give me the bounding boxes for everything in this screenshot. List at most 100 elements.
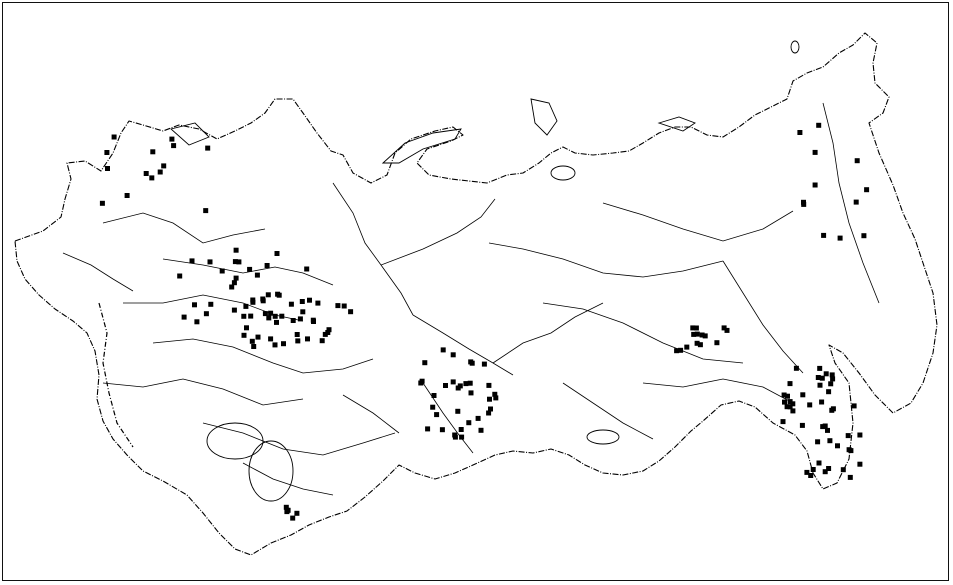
distribution-point-east-central: [721, 325, 727, 331]
distribution-point-northwest: [149, 175, 155, 181]
distribution-point-east-central: [694, 331, 700, 337]
distribution-point-west-central: [231, 280, 237, 286]
distribution-point-far-east-south: [845, 433, 851, 439]
distribution-point-central: [272, 342, 278, 348]
distribution-point-west-central: [208, 301, 214, 307]
distribution-point-far-east-south: [781, 392, 787, 398]
distribution-point-central: [251, 344, 257, 349]
distribution-point-siberia-central: [478, 427, 484, 433]
distribution-point-far-east-south: [817, 365, 823, 371]
island-north-2: [530, 98, 558, 136]
distribution-point-central: [299, 299, 305, 304]
lake-1: [206, 422, 264, 460]
distribution-point-far-east-south: [782, 399, 787, 405]
distribution-point-west-central: [236, 259, 242, 265]
island-north-3: [657, 116, 696, 132]
distribution-point-central: [268, 310, 274, 316]
distribution-point-northwest: [157, 169, 163, 175]
distribution-point-far-east-south: [793, 365, 799, 371]
distribution-point-west-central: [247, 266, 253, 272]
distribution-point-siberia-central: [463, 381, 469, 387]
distribution-point-west-central: [275, 291, 281, 297]
distribution-point-northwest: [205, 145, 211, 151]
distribution-point-east-central: [694, 340, 700, 346]
distribution-points: [99, 122, 870, 521]
distribution-point-central: [266, 315, 272, 321]
distribution-point-west-central: [192, 302, 197, 308]
distribution-point-far-east-south: [780, 419, 786, 425]
distribution-point-east-central: [697, 342, 703, 348]
distribution-point-siberia-central: [467, 380, 473, 386]
distribution-point-south: [283, 504, 289, 510]
distribution-point-far-east-south: [799, 422, 805, 428]
distribution-point-far-east-south: [790, 401, 796, 407]
island-north-1: [381, 128, 462, 164]
distribution-point-far-east-south: [815, 439, 821, 445]
distribution-point-far-east-south: [787, 404, 793, 410]
distribution-point-far-east-south: [804, 469, 810, 475]
distribution-point-far-east-north: [801, 199, 806, 205]
distribution-point-central: [295, 338, 301, 344]
lake-2: [248, 440, 294, 502]
distribution-point-siberia-central: [452, 434, 458, 440]
distribution-point-central: [241, 313, 247, 319]
distribution-point-east-central: [690, 325, 696, 331]
distribution-point-central: [311, 319, 316, 324]
distribution-point-central: [288, 301, 294, 307]
distribution-point-central: [260, 296, 266, 302]
distribution-point-siberia-central: [450, 352, 456, 358]
distribution-point-siberia-central: [459, 434, 465, 440]
distribution-point-central: [248, 313, 254, 319]
distribution-map: [14, 32, 938, 556]
distribution-point-central: [268, 336, 274, 342]
distribution-point-west-central: [232, 259, 238, 265]
distribution-point-west-central: [229, 284, 235, 290]
distribution-point-central: [341, 303, 347, 309]
distribution-point-east-central: [702, 333, 708, 339]
distribution-point-northwest: [150, 149, 156, 155]
distribution-point-siberia-central: [486, 382, 492, 388]
island-west-1: [170, 122, 210, 146]
distribution-point-central: [274, 319, 279, 325]
distribution-point-northwest: [143, 171, 149, 176]
distribution-point-west-central: [194, 319, 200, 325]
distribution-point-far-east-south: [787, 399, 793, 405]
distribution-point-central: [325, 330, 331, 335]
distribution-point-south: [290, 515, 296, 521]
distribution-point-west-central: [233, 275, 239, 281]
distribution-point-far-east-south: [822, 469, 828, 475]
distribution-point-east-central: [693, 325, 699, 331]
distribution-point-west-central: [189, 258, 195, 264]
distribution-point-west-central: [304, 266, 310, 272]
distribution-point-central: [335, 303, 341, 309]
distribution-point-central: [262, 311, 268, 317]
distribution-point-far-east-south: [830, 376, 836, 382]
distribution-point-siberia-central: [418, 380, 424, 386]
distribution-point-far-east-north: [812, 149, 818, 155]
distribution-point-siberia-central: [430, 404, 436, 410]
distribution-point-siberia-central: [475, 415, 481, 421]
distribution-point-far-east-south: [829, 372, 835, 378]
distribution-point-far-east-north: [861, 233, 867, 239]
distribution-point-west-central: [231, 307, 237, 313]
distribution-point-siberia-central: [425, 426, 431, 432]
distribution-point-far-east-south: [847, 474, 853, 480]
distribution-point-central: [348, 309, 354, 315]
distribution-point-central: [250, 299, 256, 305]
distribution-point-far-east-south: [820, 424, 826, 430]
distribution-point-northwest: [111, 134, 117, 140]
distribution-point-far-east-south: [857, 432, 863, 438]
distribution-point-west-central: [233, 247, 239, 253]
distribution-point-far-east-south: [785, 393, 790, 399]
distribution-point-northwest: [161, 163, 167, 169]
distribution-point-far-east-north: [854, 158, 860, 164]
distribution-point-northwest: [104, 150, 110, 155]
distribution-point-far-east-south: [840, 467, 846, 473]
distribution-point-east-central: [691, 331, 697, 337]
distribution-point-west-central: [274, 251, 280, 256]
distribution-point-far-east-south: [819, 375, 825, 381]
distribution-point-far-east-south: [787, 381, 793, 387]
distribution-point-northwest: [203, 208, 209, 214]
distribution-point-central: [279, 313, 285, 319]
distribution-point-east-central: [678, 347, 684, 353]
